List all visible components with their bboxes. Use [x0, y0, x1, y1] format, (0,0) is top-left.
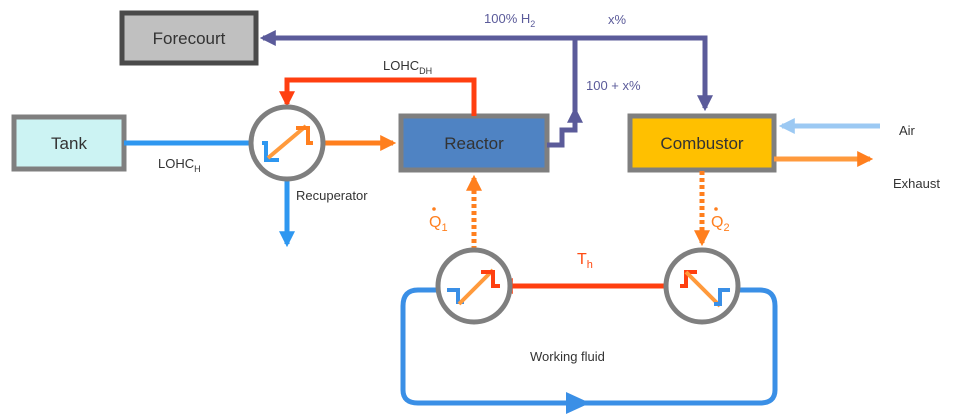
- th-label: Th: [577, 251, 593, 271]
- svg-text:Q2: Q2: [711, 214, 730, 234]
- combustor-side-exchanger: [663, 247, 741, 325]
- combustor-label: Combustor: [660, 134, 743, 153]
- lohc-h-label: LOHCH: [158, 156, 201, 174]
- recycle-fraction-label: 100 + x%: [586, 78, 641, 93]
- q1-label: Q1: [429, 207, 448, 234]
- reactor-label: Reactor: [444, 134, 504, 153]
- recuperator-exchanger: [248, 104, 326, 182]
- h2-to-forecourt-line: [259, 29, 578, 115]
- lohc-dh-return-line: [278, 77, 477, 116]
- reactor-block: Reactor: [398, 113, 550, 173]
- recuperator-label: Recuperator: [296, 188, 368, 203]
- svg-text:Q1: Q1: [429, 214, 448, 234]
- reactor-side-exchanger: [435, 247, 513, 325]
- air-label: Air: [899, 123, 916, 138]
- working-fluid-label: Working fluid: [530, 349, 605, 364]
- exhaust-label: Exhaust: [893, 176, 940, 191]
- tank-label: Tank: [51, 134, 87, 153]
- working-fluid-flow-arrow: [566, 392, 590, 414]
- h2-pure-label: 100% H2: [484, 11, 535, 29]
- q2-label: Q2: [711, 207, 730, 234]
- reactor-h2-outlet-line: [547, 106, 584, 148]
- forecourt-label: Forecourt: [153, 29, 226, 48]
- split-fraction-label: x%: [608, 12, 627, 27]
- tank-block: Tank: [11, 114, 127, 172]
- forecourt-block: Forecourt: [119, 10, 259, 66]
- combustor-block: Combustor: [627, 113, 777, 173]
- h2-split-to-combustor-line: [575, 35, 714, 112]
- lohc-dh-label: LOHCDH: [383, 58, 432, 76]
